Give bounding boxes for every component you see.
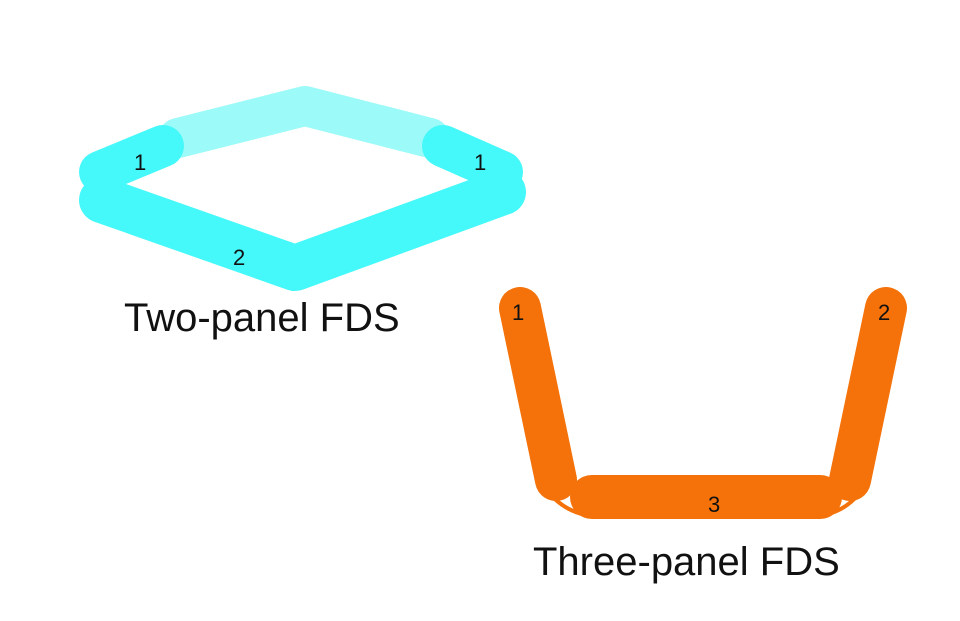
two-panel-caption: Two-panel FDS [124,296,400,340]
three-panel-label-1: 1 [512,300,524,325]
two-panel-top-panel [158,86,450,158]
two-panel-panel-1-right [422,125,523,193]
two-panel-label-1-right: 1 [474,150,486,175]
three-panel-label-2: 2 [878,300,890,325]
three-panel-caption: Three-panel FDS [533,540,840,584]
three-panel-label-3: 3 [708,492,720,517]
two-panel-panel-2 [79,169,526,291]
two-panel-label-2: 2 [233,245,245,270]
three-panel-fds: 1 2 3 [499,287,907,519]
three-panel-panel-1 [499,287,577,501]
two-panel-panel-1-left [79,125,184,193]
two-panel-fds: 1 1 2 [79,86,526,291]
two-panel-label-1-left: 1 [134,150,146,175]
three-panel-panel-2 [829,287,907,501]
